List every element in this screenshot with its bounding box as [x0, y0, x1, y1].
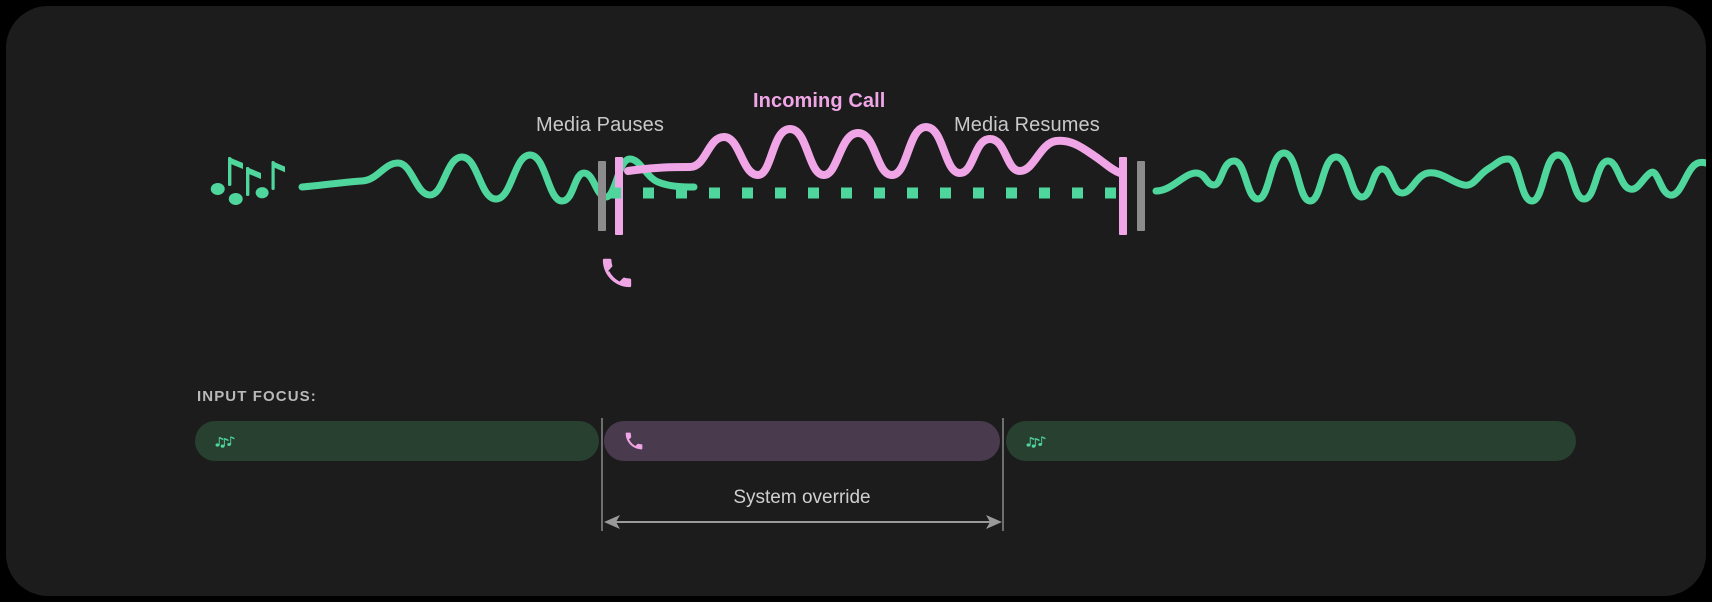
waveform-svg [210, 123, 1706, 235]
input-focus-heading: INPUT FOCUS: [197, 388, 317, 405]
music-notes-icon [215, 436, 235, 448]
waveform-media-after [1152, 149, 1706, 205]
focus-bar-media-before[interactable] [195, 421, 599, 461]
override-guide-left [601, 418, 603, 531]
waveform-call-active [624, 123, 1124, 179]
focus-bar-media-after[interactable] [1006, 421, 1576, 461]
resume-marker-pink-bar [1119, 157, 1127, 235]
waveform-media-before [298, 151, 698, 205]
label-media-resumes: Media Resumes [954, 114, 1100, 136]
double-headed-arrow [604, 515, 1002, 529]
diagram-panel: Media Pauses Incoming Call Media Resumes [6, 6, 1706, 596]
resume-marker [1119, 157, 1145, 235]
phone-icon [602, 258, 632, 288]
label-media-pauses: Media Pauses [536, 114, 664, 136]
resume-marker-gray-bar [1137, 161, 1145, 231]
override-guide-right [1002, 418, 1004, 531]
music-notes-icon [210, 157, 285, 205]
music-notes-icon [1026, 436, 1046, 448]
system-override-label: System override [733, 487, 871, 508]
label-incoming-call: Incoming Call [753, 90, 886, 112]
audio-timeline [6, 121, 1706, 236]
pause-marker-gray-bar [598, 161, 606, 231]
phone-icon [625, 432, 643, 450]
focus-bar-call[interactable] [604, 421, 1000, 461]
